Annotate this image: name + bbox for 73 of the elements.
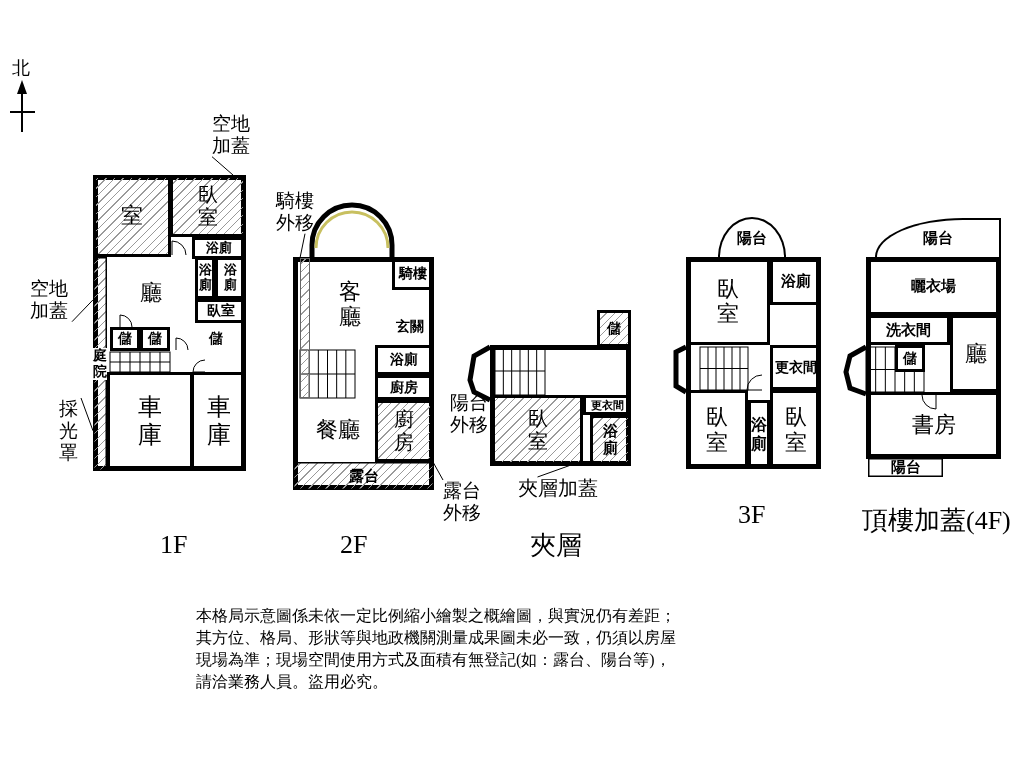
annotation-text: 空地加蓋 bbox=[212, 113, 254, 157]
hatched-area bbox=[300, 258, 310, 398]
room bbox=[110, 327, 140, 351]
room-label: 儲 bbox=[209, 331, 223, 347]
room-label: 浴廁 bbox=[780, 272, 811, 290]
room-label: 臥室 bbox=[705, 404, 729, 455]
leader-line bbox=[299, 233, 306, 259]
room-label: 廚房 bbox=[393, 408, 415, 454]
room bbox=[170, 175, 246, 237]
leader-line bbox=[71, 299, 94, 323]
room-label: 臥室 bbox=[716, 275, 740, 327]
leader-line bbox=[537, 464, 572, 478]
room-label: 浴廁 bbox=[602, 422, 619, 458]
room bbox=[868, 458, 943, 477]
room-label: 客廳 bbox=[338, 278, 362, 330]
annotation-text: 露台外移 bbox=[443, 480, 487, 524]
room-label: 臥室 bbox=[206, 303, 235, 319]
room-label: 玄關 bbox=[396, 319, 424, 335]
room-label: 餐廳 bbox=[315, 417, 360, 443]
room-label: 浴廁 bbox=[750, 416, 768, 453]
room-label: 廳 bbox=[964, 340, 987, 367]
room bbox=[492, 395, 583, 465]
room-label: 浴廁 bbox=[206, 240, 232, 256]
room-label: 騎樓 bbox=[398, 266, 427, 282]
annotation-text: 騎樓外移 bbox=[276, 190, 318, 234]
room-label: 浴廁 bbox=[223, 263, 238, 293]
room-label: 浴廁 bbox=[198, 263, 212, 293]
room-label: 庭院 bbox=[93, 347, 107, 381]
leader-line bbox=[211, 156, 234, 176]
room-label: 廚房 bbox=[390, 379, 418, 396]
room-label: 洗衣間 bbox=[885, 321, 931, 339]
room-label: 儲 bbox=[607, 320, 621, 337]
room-label: 曬衣場 bbox=[911, 277, 956, 295]
room-label: 書房 bbox=[911, 413, 956, 438]
room-label: 儲 bbox=[903, 350, 917, 367]
room-label: 儲 bbox=[118, 331, 132, 347]
room-label: 臥室 bbox=[197, 183, 219, 229]
floor-label: 夾層 bbox=[530, 530, 582, 562]
room bbox=[293, 462, 434, 490]
room bbox=[895, 345, 925, 372]
room bbox=[93, 175, 171, 257]
room bbox=[375, 400, 433, 462]
caption: 本格局示意圖係未依一定比例縮小繪製之概繪圖，與實況仍有差距；其方位、格局、形狀等與地政機關測量成果圖未必一致，仍須以房屋現場為準；現場空間使用方式及面積有無登記(如：露台、陽台等)，請洽業務人員。盜用必究。 bbox=[196, 606, 677, 692]
room-label: 室 bbox=[121, 203, 143, 229]
room-label: 浴廁 bbox=[390, 352, 418, 368]
room-label: 陽台 bbox=[923, 230, 953, 247]
room-label: 陽台 bbox=[737, 229, 767, 247]
room bbox=[195, 257, 215, 299]
room-label: 更衣間 bbox=[590, 398, 624, 412]
room-label: 車庫 bbox=[206, 393, 231, 450]
room bbox=[140, 327, 170, 351]
balcony bbox=[718, 217, 786, 257]
annotation-text: 夾層加蓋 bbox=[518, 477, 624, 500]
room-label: 廳 bbox=[140, 280, 162, 306]
room-label: 儲 bbox=[148, 331, 162, 347]
floor-label: 3F bbox=[738, 500, 766, 530]
floor-label: 頂樓加蓋(4F) bbox=[862, 505, 1011, 537]
room-label: 臥室 bbox=[527, 407, 548, 453]
room-label: 臥室 bbox=[784, 404, 807, 455]
floor-label: 2F bbox=[340, 530, 368, 560]
compass-label: 北 bbox=[12, 57, 30, 80]
room-label: 陽台 bbox=[890, 459, 921, 476]
room-label: 露台 bbox=[348, 467, 379, 485]
room bbox=[597, 310, 631, 347]
room-label: 更衣間 bbox=[774, 359, 817, 376]
room bbox=[590, 415, 631, 465]
balcony bbox=[875, 218, 1001, 257]
room-label: 車庫 bbox=[137, 393, 163, 450]
leader-line bbox=[80, 397, 94, 432]
room bbox=[93, 257, 107, 471]
annotation-text: 空地加蓋 bbox=[30, 278, 72, 322]
floor-label: 1F bbox=[160, 530, 188, 560]
annotation-text: 採光罩 bbox=[59, 398, 81, 464]
